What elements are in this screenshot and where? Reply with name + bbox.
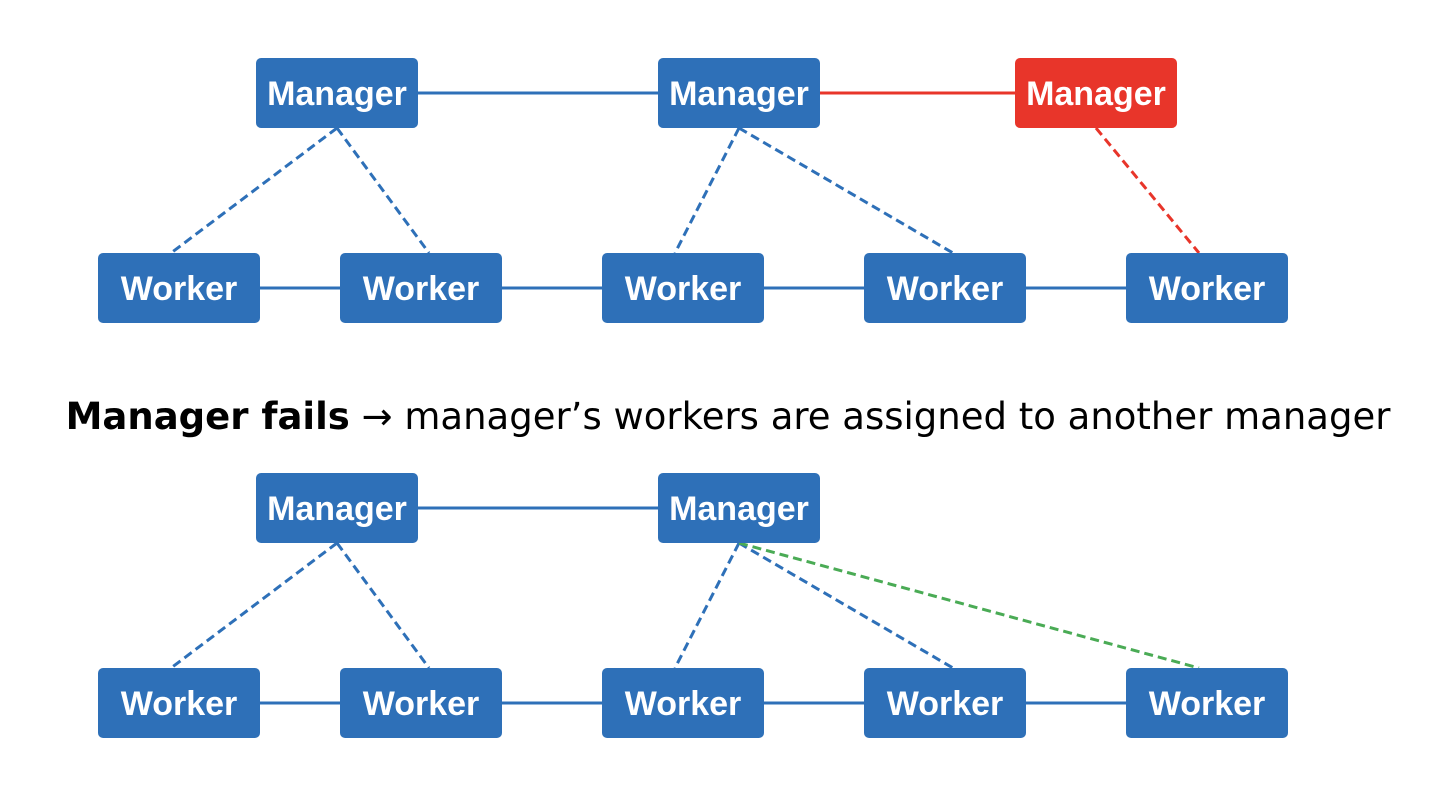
after-failure-worker-0: Worker	[98, 668, 260, 738]
after-failure-assignment-1	[335, 542, 431, 669]
caption: Manager fails → manager’s workers are as…	[0, 384, 1456, 448]
before-failure-links	[170, 91, 1201, 290]
before-failure-manager-0-label: Manager	[267, 75, 407, 113]
before-failure-worker-1-label: Worker	[363, 270, 480, 308]
before-failure-worker-3: Worker	[864, 253, 1026, 323]
after-failure-manager-0: Manager	[256, 473, 418, 543]
before-failure-worker-2-label: Worker	[625, 270, 742, 308]
after-failure-worker-3-label: Worker	[887, 685, 1004, 723]
before-failure-manager-1: Manager	[658, 58, 820, 128]
caption-bold: Manager fails	[65, 394, 350, 438]
caption-rest: manager’s workers are assigned to anothe…	[404, 394, 1391, 438]
after-failure-worker-0-label: Worker	[121, 685, 238, 723]
after-failure-assignment-4	[738, 541, 1200, 670]
after-failure-manager-0-label: Manager	[267, 490, 407, 528]
before-failure-manager-0: Manager	[256, 58, 418, 128]
before-failure-worker-0-label: Worker	[121, 270, 238, 308]
before-failure-manager-2-failed-box	[1015, 58, 1177, 128]
before-failure-manager-2-failed: Manager	[1015, 58, 1177, 128]
after-failure-worker-1-label: Worker	[363, 685, 480, 723]
before-failure-worker-1-box	[340, 253, 502, 323]
after-failure-manager-0-box	[256, 473, 418, 543]
before-failure-assignment-2	[673, 127, 741, 254]
before-failure-manager-2-failed-label: Manager	[1026, 75, 1166, 113]
before-failure-worker-1: Worker	[340, 253, 502, 323]
before-failure-manager-0-box	[256, 58, 418, 128]
before-failure-worker-2-box	[602, 253, 764, 323]
before-failure-assignment-3	[738, 126, 954, 255]
caption-arrow: →	[361, 394, 393, 438]
before-failure-worker-4-label: Worker	[1149, 270, 1266, 308]
after-failure-links	[170, 506, 1200, 705]
before-failure-assignment-0	[170, 126, 338, 255]
after-failure-worker-3: Worker	[864, 668, 1026, 738]
after-failure-worker-3-box	[864, 668, 1026, 738]
after-failure-worker-2: Worker	[602, 668, 764, 738]
after-failure-worker-4-label: Worker	[1149, 685, 1266, 723]
after-failure-worker-1-box	[340, 668, 502, 738]
before-failure-worker-0: Worker	[98, 253, 260, 323]
before-failure-worker-2: Worker	[602, 253, 764, 323]
after-failure-manager-1-box	[658, 473, 820, 543]
before-failure-worker-3-box	[864, 253, 1026, 323]
after-failure-worker-4-box	[1126, 668, 1288, 738]
after-failure-assignment-3	[738, 541, 954, 670]
before-failure-worker-4: Worker	[1126, 253, 1288, 323]
after-failure-worker-2-label: Worker	[625, 685, 742, 723]
after-failure-worker-1: Worker	[340, 668, 502, 738]
after-failure-assignment-0	[170, 541, 338, 670]
after-failure-worker-2-box	[602, 668, 764, 738]
before-failure-manager-1-box	[658, 58, 820, 128]
before-failure-worker-0-box	[98, 253, 260, 323]
after-failure-manager-1-label: Manager	[669, 490, 809, 528]
before-failure-manager-1-label: Manager	[669, 75, 809, 113]
after-failure-assignment-2	[673, 542, 741, 669]
before-failure-worker-4-box	[1126, 253, 1288, 323]
after-failure-worker-0-box	[98, 668, 260, 738]
before-failure-assignment-1	[335, 127, 431, 254]
after-failure-worker-4: Worker	[1126, 668, 1288, 738]
after-failure-manager-1: Manager	[658, 473, 820, 543]
before-failure-assignment-4	[1094, 127, 1201, 254]
before-failure-worker-3-label: Worker	[887, 270, 1004, 308]
